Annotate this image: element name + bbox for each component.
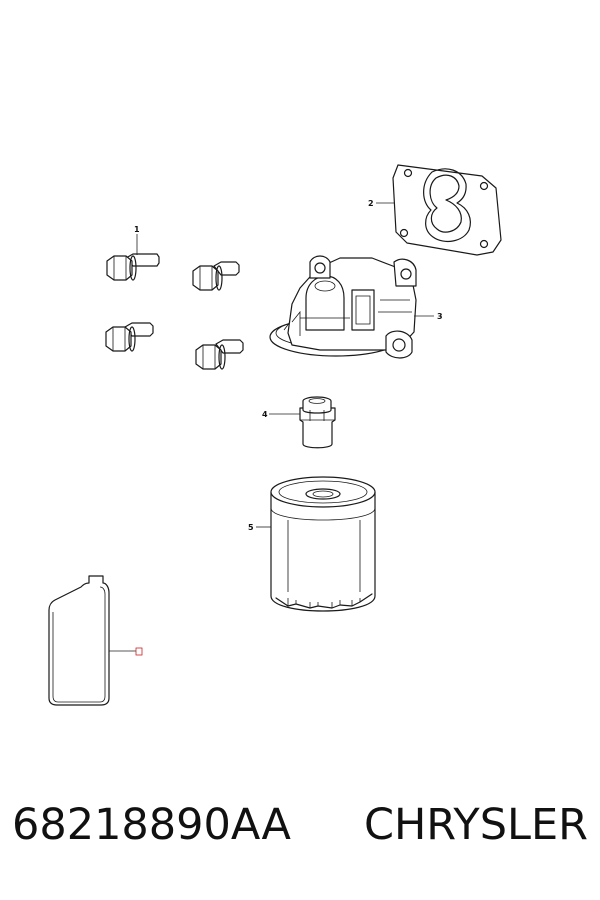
bolt-4-bottom-right xyxy=(195,339,244,370)
caption-bar: 68218890AA CHRYSLER xyxy=(0,800,600,860)
callout-4-label: 4 xyxy=(262,410,268,419)
callout-3-label: 3 xyxy=(437,312,443,321)
oil-filter-adapter xyxy=(269,255,417,359)
oil-filter xyxy=(270,476,376,612)
gasket xyxy=(392,164,502,256)
callout-6-marker xyxy=(135,647,143,656)
part-number-label: 68218890AA xyxy=(12,800,291,850)
brand-label: CHRYSLER xyxy=(363,800,588,850)
callout-5-label: 5 xyxy=(248,523,254,532)
callout-2-label: 2 xyxy=(368,199,374,208)
oil-bottle xyxy=(48,575,110,706)
bolt-2-top-right xyxy=(192,261,240,291)
bolt-3-bottom-left xyxy=(105,322,154,352)
callout-1-label: 1 xyxy=(134,225,140,234)
bolt-1-top-left xyxy=(106,253,160,281)
threaded-fitting xyxy=(299,396,336,449)
